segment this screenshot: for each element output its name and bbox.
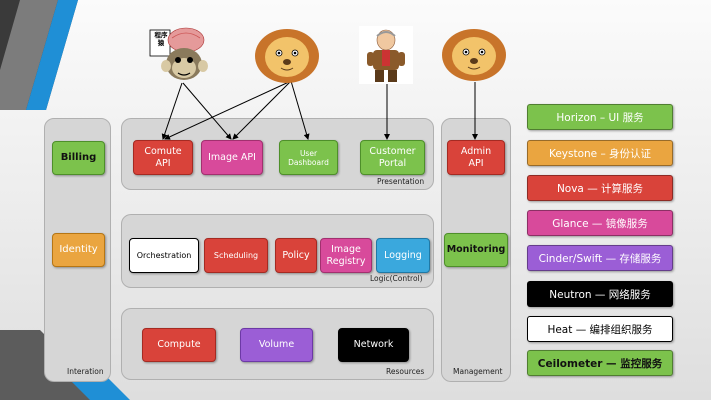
- lion-avatar-icon: [255, 29, 319, 83]
- service-item: Heat — 编排组织服务: [527, 316, 673, 342]
- monkey-avatar-icon: [149, 27, 208, 80]
- compute-box: Compute: [142, 328, 216, 362]
- logging-box: Logging: [376, 238, 430, 273]
- monitoring-box: Monitoring: [444, 233, 508, 267]
- service-item: Horizon – UI 服务: [527, 104, 673, 130]
- interation-label: Interation: [67, 367, 104, 376]
- identity-box: Identity: [52, 233, 105, 267]
- lion-avatar-2-icon: [442, 29, 506, 81]
- management-label: Management: [453, 367, 503, 376]
- old-man-avatar-icon: [359, 26, 413, 84]
- scheduling-box: Scheduling: [204, 238, 268, 273]
- billing-box: Billing: [52, 141, 105, 175]
- orchestration-box: Orchestration: [129, 238, 199, 273]
- image-api-box: Image API: [201, 140, 263, 175]
- monkey-sign-text: 程序猿: [154, 31, 168, 47]
- volume-box: Volume: [240, 328, 313, 362]
- customer-portal-box: Customer Portal: [360, 140, 425, 175]
- network-box: Network: [338, 328, 409, 362]
- compute-api-box: Comute API: [133, 140, 193, 175]
- service-item: Neutron — 网络服务: [527, 281, 673, 307]
- logic-label: Logic(Control): [370, 274, 423, 283]
- image-registry-box: Image Registry: [320, 238, 372, 273]
- user-dashboard-box: User Dashboard: [279, 140, 338, 175]
- service-item: Keystone – 身份认证: [527, 140, 673, 166]
- admin-api-box: Admin API: [447, 140, 505, 175]
- service-item: Glance — 镜像服务: [527, 210, 673, 236]
- service-item: Cinder/Swift — 存储服务: [527, 245, 673, 271]
- resources-label: Resources: [386, 367, 425, 376]
- service-item: Nova — 计算服务: [527, 175, 673, 201]
- service-item: Ceilometer — 监控服务: [527, 350, 673, 376]
- presentation-label: Presentation: [377, 177, 425, 186]
- policy-box: Policy: [275, 238, 317, 273]
